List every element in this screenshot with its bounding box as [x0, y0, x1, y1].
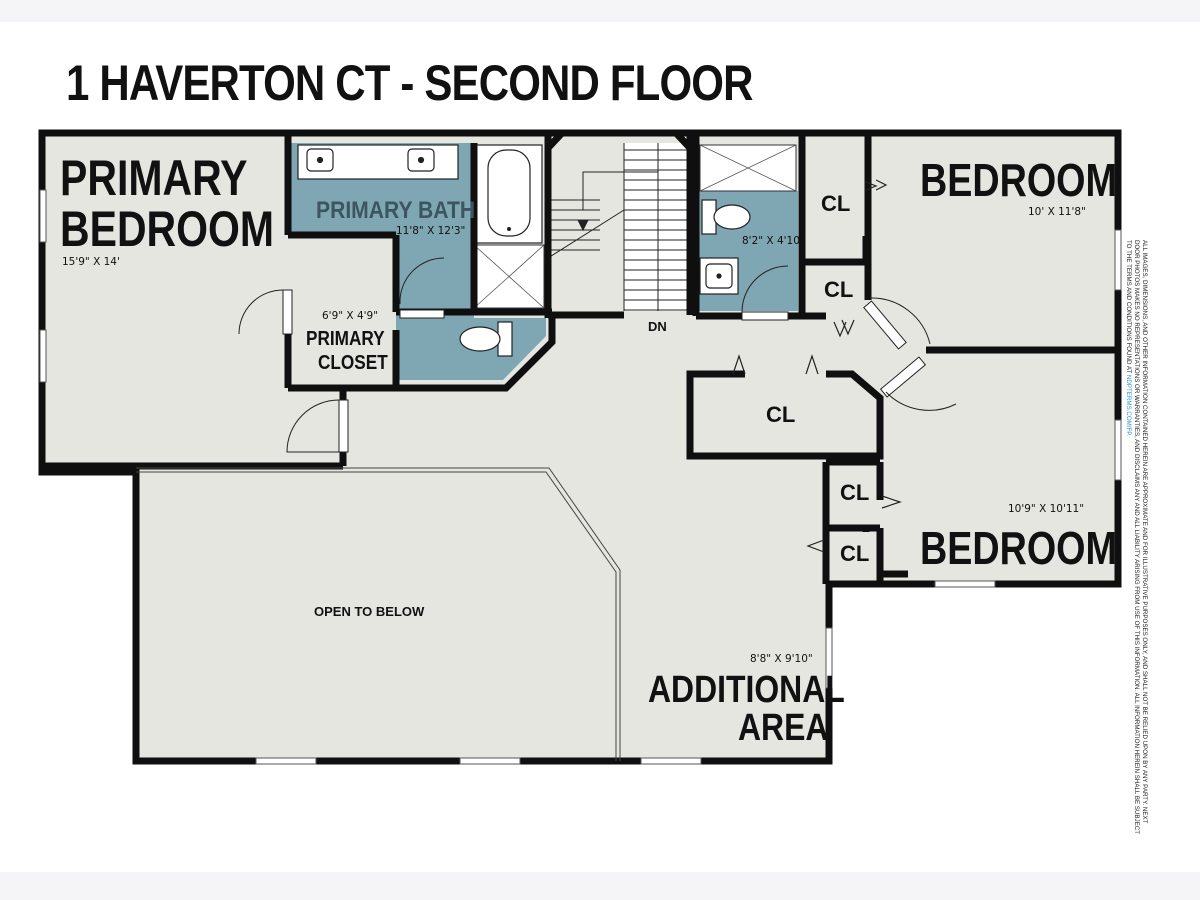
primary-closet-dims: 6'9" X 4'9" [322, 310, 378, 322]
primary-bath-label: PRIMARY BATH [316, 197, 475, 224]
shower-stalls [473, 144, 797, 309]
bedroom-1-label: BEDROOM [920, 154, 1117, 205]
primary-bedroom-label-2: BEDROOM [60, 201, 274, 257]
toilet-icon [459, 321, 513, 357]
hall-bath-dims: 8'2" X 4'10" [742, 235, 805, 247]
windows [39, 189, 1122, 765]
primary-bedroom-label-1: PRIMARY [60, 150, 248, 206]
closet-label: CL [840, 480, 869, 505]
open-to-below-railing [136, 467, 621, 761]
disclaimer-body: ALL IMAGES, DIMENSIONS, AND OTHER INFORM… [1125, 240, 1148, 834]
closet-label: CL [766, 402, 795, 427]
primary-bedroom-dims: 15'9" X 14' [62, 256, 120, 268]
primary-closet-label-2: CLOSET [318, 351, 388, 374]
toilet-icon-hall [701, 199, 751, 235]
disclaimer-text: ALL IMAGES, DIMENSIONS, AND OTHER INFORM… [1124, 240, 1148, 840]
additional-area-label-2: AREA [738, 706, 828, 748]
staircase [547, 143, 690, 311]
primary-bath-dims: 11'8" X 12'3" [396, 225, 465, 237]
additional-area-dims: 8'8" X 9'10" [750, 653, 813, 665]
primary-closet-label-1: PRIMARY [306, 327, 385, 350]
bathtub-icon [475, 144, 543, 244]
disclaimer-block: ALL IMAGES, DIMENSIONS, AND OTHER INFORM… [1125, 240, 1148, 840]
bedroom-1-dims: 10' X 11'8" [1028, 206, 1086, 218]
open-to-below-label: OPEN TO BELOW [314, 604, 425, 619]
floor-area [42, 133, 1118, 761]
page-title: 1 HAVERTON CT - SECOND FLOOR [66, 55, 753, 111]
additional-area-label-1: ADDITIONAL [648, 668, 845, 710]
stairs-down-label: DN [648, 319, 667, 334]
vanity-sink-icon [297, 144, 459, 180]
bedroom-2-dims: 10'9" X 10'11" [1008, 503, 1084, 515]
terms-link[interactable]: NDPTERMS.COM/FP. [1125, 374, 1132, 437]
closet-label: CL [824, 277, 853, 302]
closet-label: CL [821, 191, 850, 216]
sink-icon-hall [699, 257, 739, 295]
doors [238, 257, 957, 453]
closet-bifold-marks [732, 179, 902, 553]
closet-label: CL [840, 541, 869, 566]
bedroom-2-label: BEDROOM [920, 522, 1117, 573]
